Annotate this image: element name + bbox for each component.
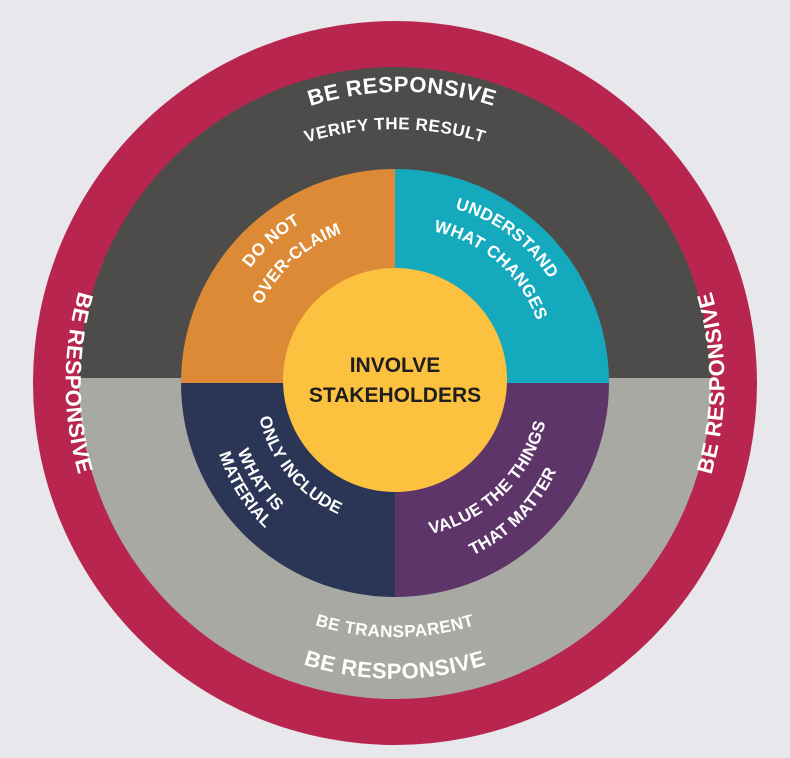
center-circle xyxy=(283,268,507,492)
center-label-line1: INVOLVE xyxy=(350,354,441,377)
center-label-line2: STAKEHOLDERS xyxy=(309,384,481,407)
